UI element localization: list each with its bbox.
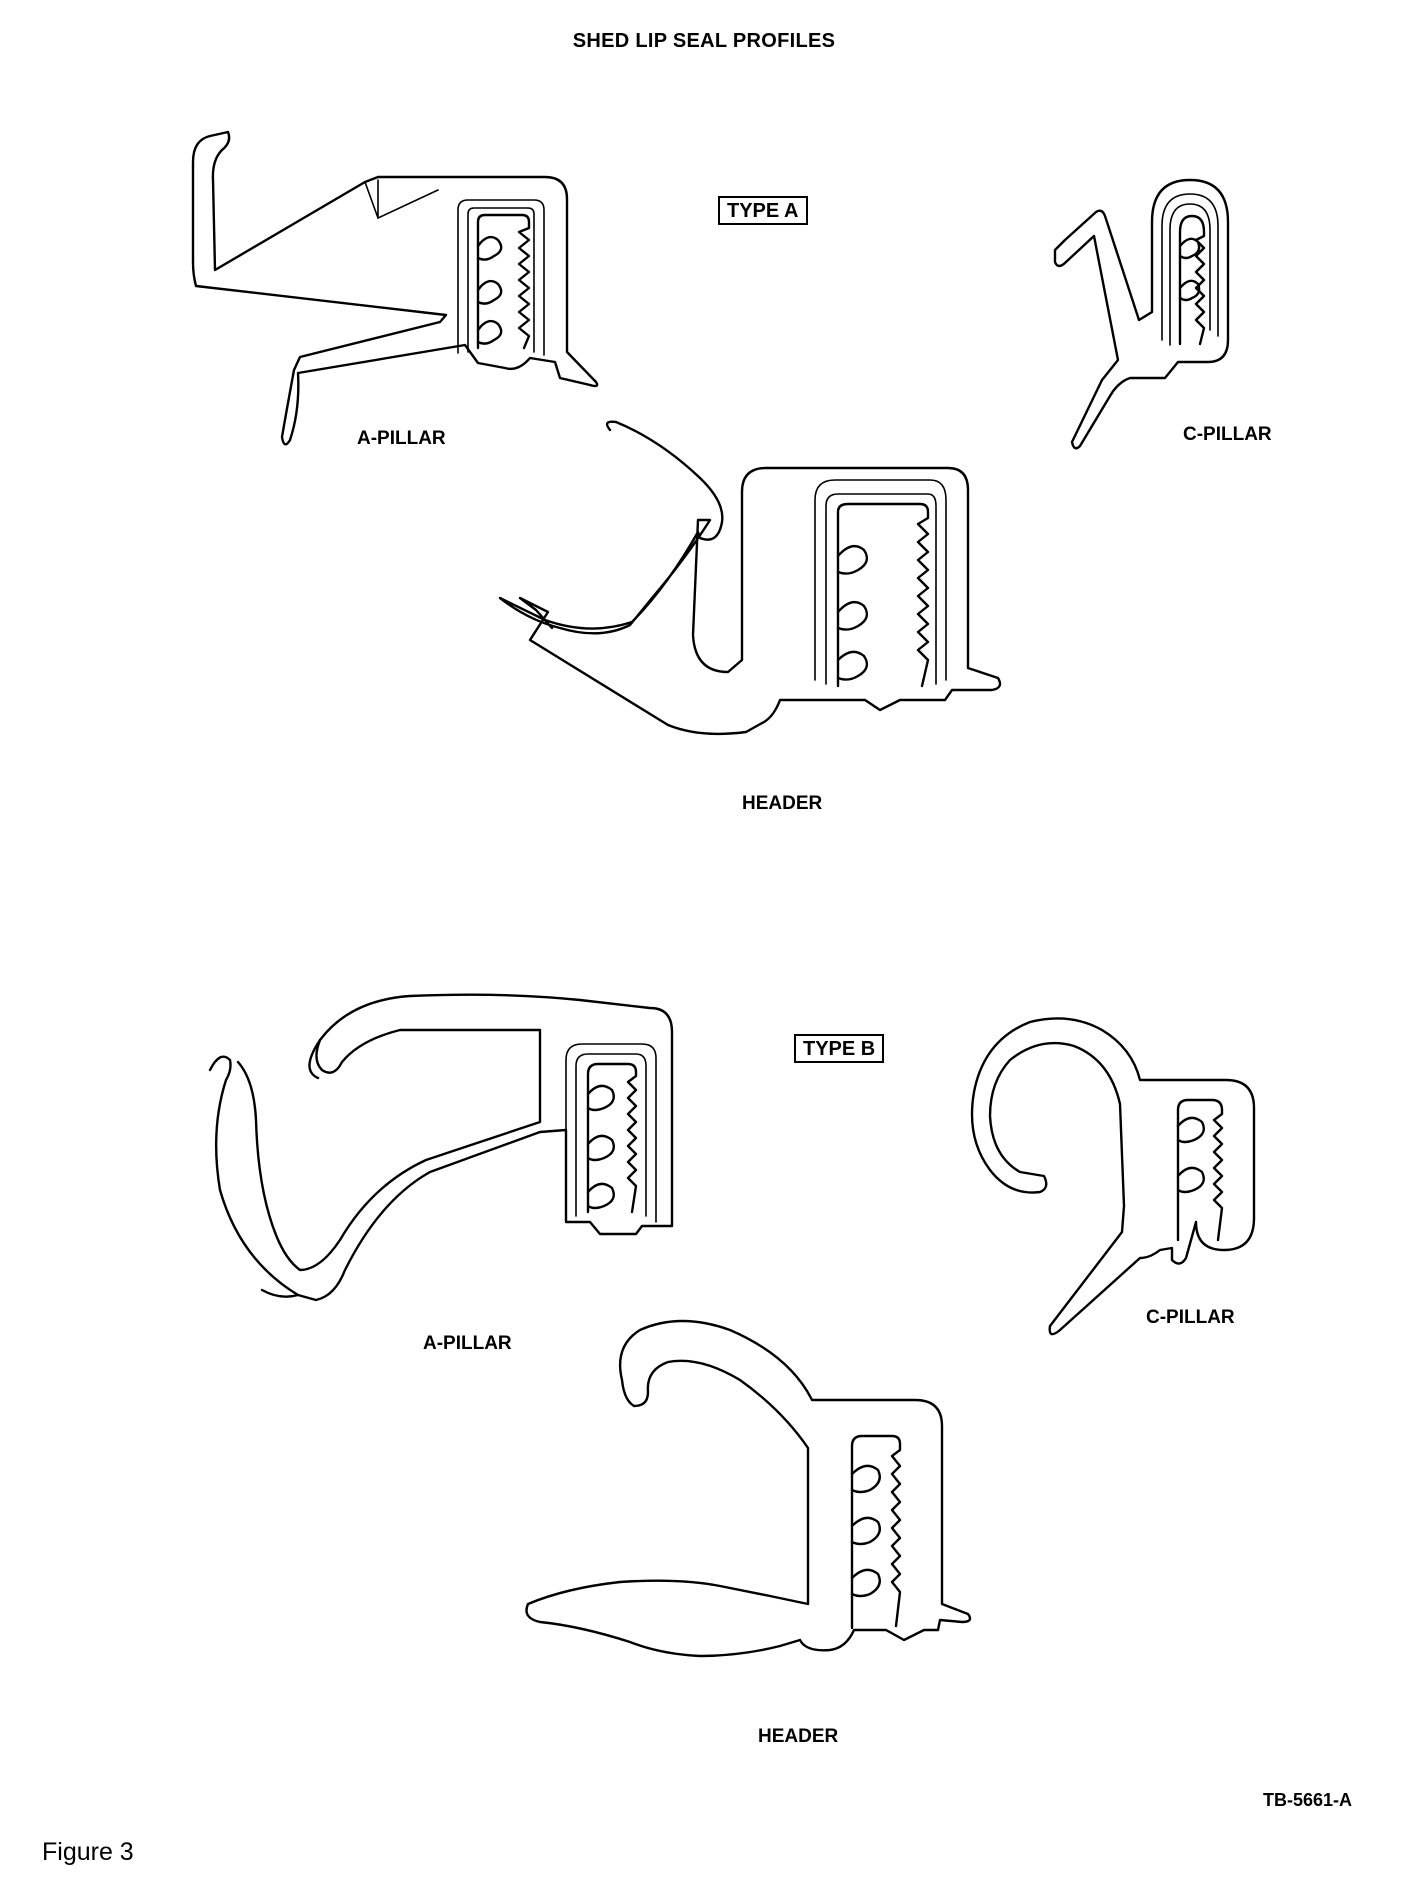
type-a-header-label: HEADER: [742, 793, 823, 814]
type-a-c-pillar-label: C-PILLAR: [1183, 424, 1272, 445]
type-b-a-pillar-profile: [208, 993, 674, 1302]
type-b-label: TYPE B: [794, 1034, 885, 1063]
type-a-label: TYPE A: [718, 196, 808, 225]
type-b-header-profile: [525, 1319, 972, 1658]
type-b-header-label: HEADER: [758, 1726, 839, 1747]
drawing-reference: TB-5661-A: [1262, 1790, 1352, 1810]
type-a-header-profile: [498, 420, 1002, 736]
type-a-a-pillar-profile: [191, 130, 599, 446]
type-b-a-pillar-label: A-PILLAR: [423, 1333, 512, 1354]
type-a-a-pillar-label: A-PILLAR: [357, 428, 446, 449]
type-a-c-pillar-profile: [1053, 178, 1230, 450]
figure-caption: Figure 3: [42, 1838, 134, 1866]
type-b-c-pillar-profile: [970, 1017, 1256, 1336]
figure-title: SHED LIP SEAL PROFILES: [572, 30, 836, 52]
type-b-c-pillar-label: C-PILLAR: [1146, 1307, 1235, 1328]
